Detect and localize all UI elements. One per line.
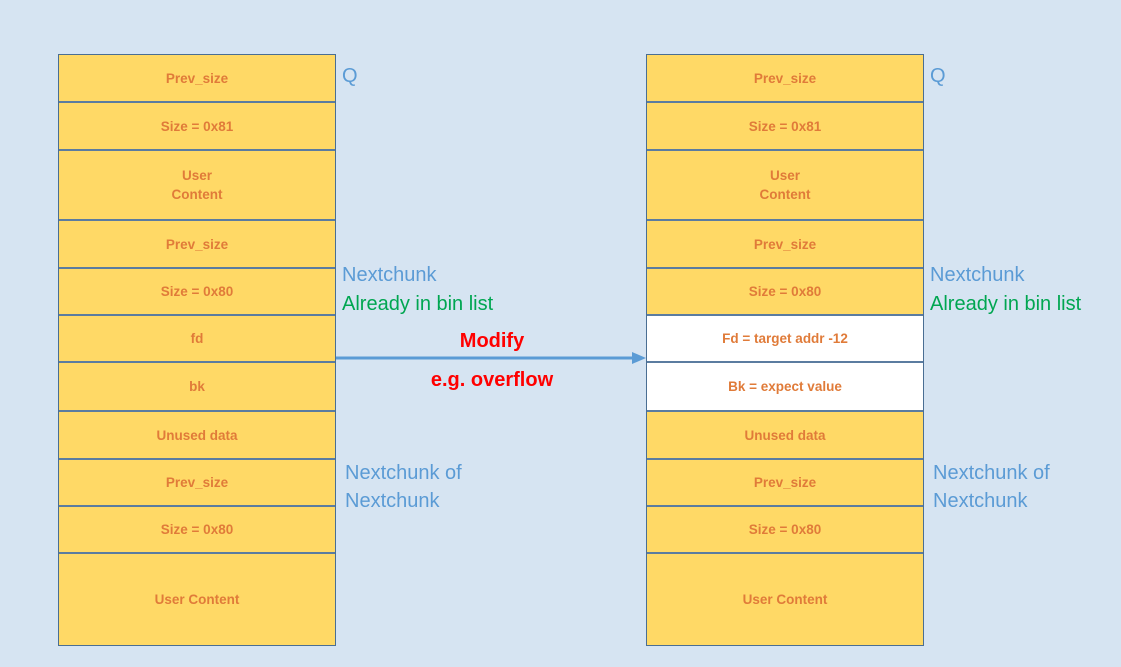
right-already-in-bin-label: Already in bin list — [930, 293, 1082, 315]
cell-divider — [59, 149, 335, 151]
right-next-next-size-cell: Size = 0x80 — [748, 522, 822, 537]
cell-divider — [59, 505, 335, 507]
right-fd-modified-cell: Fd = target addr -12 — [647, 316, 923, 361]
left-size-cell: Size = 0x81 — [160, 119, 234, 134]
cell-divider — [59, 552, 335, 554]
left-nextchunk-size-cell: Size = 0x80 — [160, 284, 234, 299]
left-unused-data-cell: Unused data — [156, 427, 238, 443]
cell-divider — [647, 458, 923, 460]
cell-divider — [59, 410, 335, 412]
cell-divider — [59, 267, 335, 269]
left-next-next-size-cell: Size = 0x80 — [160, 522, 234, 537]
left-user-content-cell: User Content — [171, 168, 223, 202]
modify-label: Modify — [459, 330, 525, 352]
cell-divider — [59, 314, 335, 316]
left-bk-cell: bk — [189, 379, 205, 394]
right-nextchunk-of-label: Nextchunk of — [933, 462, 1050, 484]
right-user-content-cell: User Content — [759, 168, 811, 202]
right-unused-data-cell: Unused data — [744, 427, 826, 443]
right-nextchunk-of-label-2: Nextchunk — [933, 490, 1028, 512]
right-q-label: Q — [930, 65, 946, 87]
overflow-label: e.g. overflow — [430, 369, 554, 391]
cell-divider — [59, 458, 335, 460]
left-fd-cell: fd — [190, 331, 204, 346]
cell-divider — [647, 505, 923, 507]
right-nextchunk-size-cell: Size = 0x80 — [748, 284, 822, 299]
cell-divider — [647, 267, 923, 269]
left-next-next-prev-size-cell: Prev_size — [165, 475, 229, 490]
left-nextchunk-of-label: Nextchunk of — [345, 462, 462, 484]
right-nextchunk-label: Nextchunk — [930, 264, 1025, 286]
left-q-label: Q — [342, 65, 358, 87]
left-prev-size-cell: Prev_size — [165, 71, 229, 86]
left-nextchunk-prev-size-cell: Prev_size — [165, 236, 229, 252]
left-nextchunk-label: Nextchunk — [342, 264, 437, 286]
left-nextchunk-of-label-2: Nextchunk — [345, 490, 440, 512]
cell-divider — [647, 314, 923, 316]
cell-divider — [647, 219, 923, 221]
left-memory-stack: Prev_size Size = 0x81 User Content Prev_… — [58, 54, 336, 646]
right-nextchunk-prev-size-cell: Prev_size — [753, 236, 817, 252]
right-next-next-prev-size-cell: Prev_size — [753, 475, 817, 490]
cell-divider — [647, 552, 923, 554]
cell-divider — [647, 101, 923, 103]
right-bk-modified-cell: Bk = expect value — [647, 363, 923, 410]
right-next-next-user-content-cell: User Content — [742, 592, 828, 607]
left-next-next-user-content-cell: User Content — [154, 592, 240, 607]
cell-divider — [647, 149, 923, 151]
cell-divider — [647, 361, 923, 363]
cell-divider — [647, 410, 923, 412]
right-size-cell: Size = 0x81 — [748, 119, 822, 134]
cell-divider — [59, 361, 335, 363]
cell-divider — [59, 101, 335, 103]
right-memory-stack: Prev_size Size = 0x81 User Content Prev_… — [646, 54, 924, 646]
right-prev-size-cell: Prev_size — [753, 71, 817, 86]
left-already-in-bin-label: Already in bin list — [342, 293, 494, 315]
cell-divider — [59, 219, 335, 221]
arrow-head-icon — [632, 352, 646, 364]
